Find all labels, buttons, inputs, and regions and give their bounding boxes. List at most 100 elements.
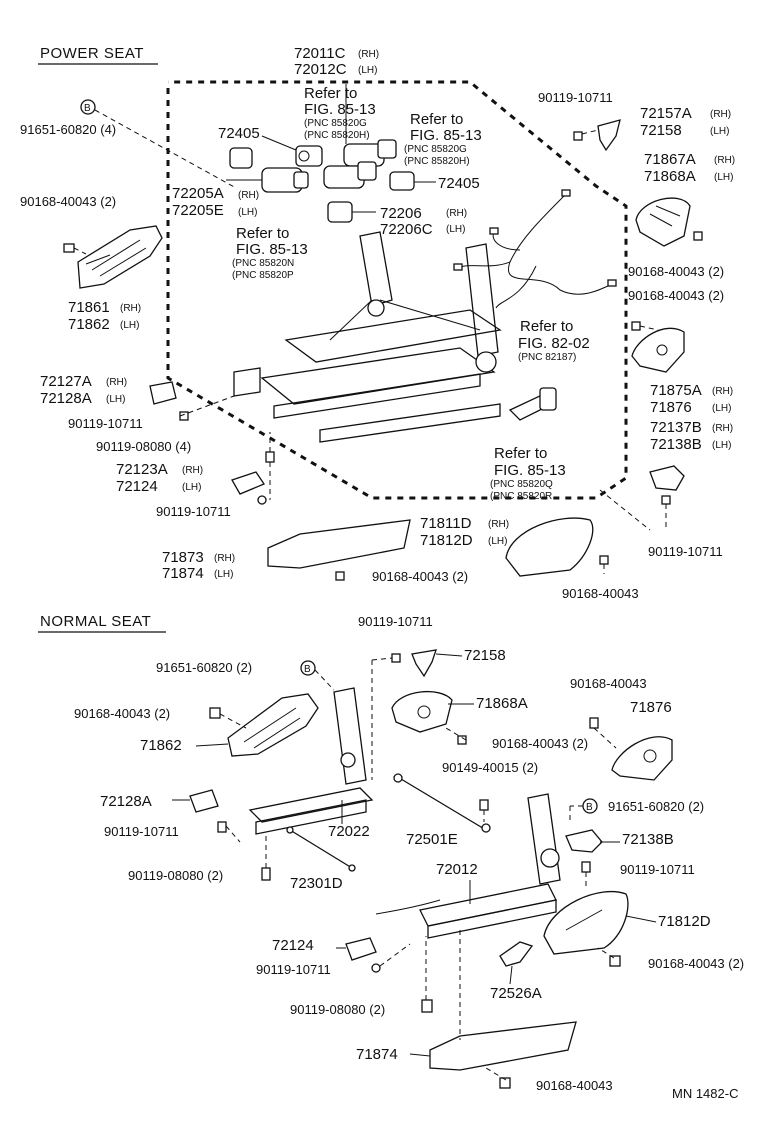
label-72127a: 72127A [40,373,92,390]
label-n-90168-d: 90168-40043 (2) [648,956,744,971]
power-assembly-outline [166,80,628,500]
label-n-72526a: 72526A [490,985,542,1002]
label-71811d-side: (RH) [488,519,509,530]
cover-71811d [505,517,594,577]
label-72123a: 72123A [116,461,168,478]
label-91651-power: 91651-60820 (4) [20,122,116,137]
b-marker-n1 [300,660,316,676]
cover-n-71812d [543,890,629,955]
label-72128a-side: (LH) [106,394,125,405]
label-72405-b: 72405 [438,175,480,192]
fig-2: FIG. 85-13 [410,127,482,144]
rail-cover-n-71874 [429,1021,577,1071]
label-n-91651-b: 91651-60820 (2) [608,799,704,814]
screw-n-90119-a [391,653,401,663]
label-n-71874: 71874 [356,1046,398,1063]
label-72011c: 72011C [294,45,346,62]
label-72158: 72158 [640,122,682,139]
label-72012c-side: (LH) [358,65,377,76]
shield-71867a [635,197,691,247]
pnc-5b: (PNC 85820R [490,491,552,502]
label-72138b-side: (LH) [712,440,731,451]
screw-90119-top [573,131,583,141]
label-n-71868a: 71868A [476,695,528,712]
cover-n-71868a [391,690,453,733]
pnc-1b: (PNC 85820H) [304,130,370,141]
label-71812d-side: (LH) [488,536,507,547]
label-72012c: 72012C [294,61,347,78]
diagram-code: MN 1482-C [672,1086,738,1101]
bolt-90168-b [693,231,703,241]
label-71873: 71873 [162,549,204,566]
fig-4: FIG. 82-02 [518,335,590,352]
label-71868a: 71868A [644,168,696,185]
label-n-72158: 72158 [464,647,506,664]
label-72205e-side: (LH) [238,207,257,218]
label-71876-side: (LH) [712,403,731,414]
label-90119-e: 90119-10711 [648,544,723,559]
cover-n-72158 [411,649,437,678]
motor-72205 [229,147,309,193]
bolt-90168-e [599,555,609,565]
cover-72127a [149,381,177,405]
label-n-90119-d: 90119-10711 [620,862,695,877]
label-72137b: 72137B [650,419,702,436]
label-n-90168-c: 90168-40043 [570,676,647,691]
shield-71875a [631,327,685,373]
motor-72405-right [389,171,436,191]
bolt-90119-c [265,451,275,463]
label-72137b-side: (RH) [712,423,733,434]
label-71862-side: (LH) [120,320,139,331]
bolt-90168-a [63,243,75,253]
fig-3: FIG. 85-13 [236,241,308,258]
label-n-90168-b: 90168-40043 (2) [492,736,588,751]
bolt-n-90119-f [421,999,433,1013]
label-71876: 71876 [650,399,692,416]
bolt-n-90149 [479,799,489,811]
cover-72123a [231,471,265,495]
screw-90119-d [257,495,267,505]
label-71861: 71861 [68,299,110,316]
pnc-3b: (PNC 85820P [232,270,294,281]
refer-1: Refer to [304,85,357,102]
label-n-90168-e: 90168-40043 [536,1078,613,1093]
rod-n-72501e [395,775,487,831]
label-n-72138b: 72138B [622,831,674,848]
label-71812d: 71812D [420,532,473,549]
cover-n-72526a [499,941,534,967]
label-90168-d: 90168-40043 (2) [372,569,468,584]
label-72124-side: (LH) [182,482,201,493]
cable-n-72301d [289,829,353,869]
fig-5: FIG. 85-13 [494,462,566,479]
label-72206c-side: (LH) [446,224,465,235]
label-90119-top: 90119-10711 [538,90,613,105]
label-90119-c: 90119-08080 (4) [96,439,191,454]
label-72127a-side: (RH) [106,377,127,388]
label-n-71862: 71862 [140,737,182,754]
label-90168-e: 90168-40043 [562,586,639,601]
cover-72157a [597,119,621,152]
motor-rail [508,387,557,421]
label-n-72128a: 72128A [100,793,152,810]
refer-5: Refer to [494,445,547,462]
screw-n-90119-d [581,861,591,873]
pnc-5a: (PNC 85820Q [490,479,553,490]
normal-seat-frame [248,687,561,939]
label-n-72022: 72022 [328,823,370,840]
bolt-n-90168-c [589,717,599,729]
b-marker-power [80,99,96,115]
label-72123a-side: (RH) [182,465,203,476]
label-n-90119-c: 90119-08080 (2) [128,868,223,883]
pnc-2a: (PNC 85820G [404,144,467,155]
label-71875a: 71875A [650,382,702,399]
wire-harness [453,189,617,309]
label-n-90119-e: 90119-10711 [256,962,331,977]
shield-71861 [77,225,163,289]
label-n-90149: 90149-40015 (2) [442,760,538,775]
label-72128a: 72128A [40,390,92,407]
label-n-90119-f: 90119-08080 (2) [290,1002,385,1017]
label-90119-d: 90119-10711 [156,504,231,519]
label-90168-c: 90168-40043 (2) [628,288,724,303]
label-71811d: 71811D [420,515,472,532]
